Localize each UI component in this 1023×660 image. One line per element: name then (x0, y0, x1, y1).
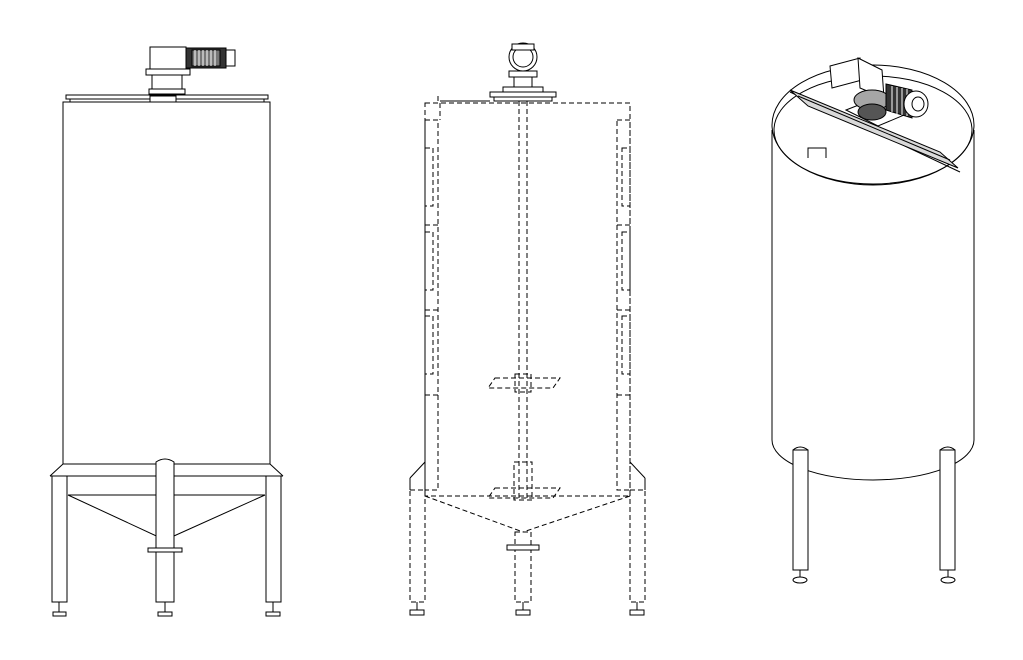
gear-motor-icon (145, 46, 236, 95)
section-view (409, 42, 646, 616)
leveling-foot-icon (792, 570, 956, 584)
gear-motor-icon (829, 57, 929, 121)
leveling-foot-icon (52, 602, 281, 617)
front-view (49, 46, 284, 617)
agitator-blade-icon (487, 373, 561, 393)
iso-view (771, 57, 975, 584)
